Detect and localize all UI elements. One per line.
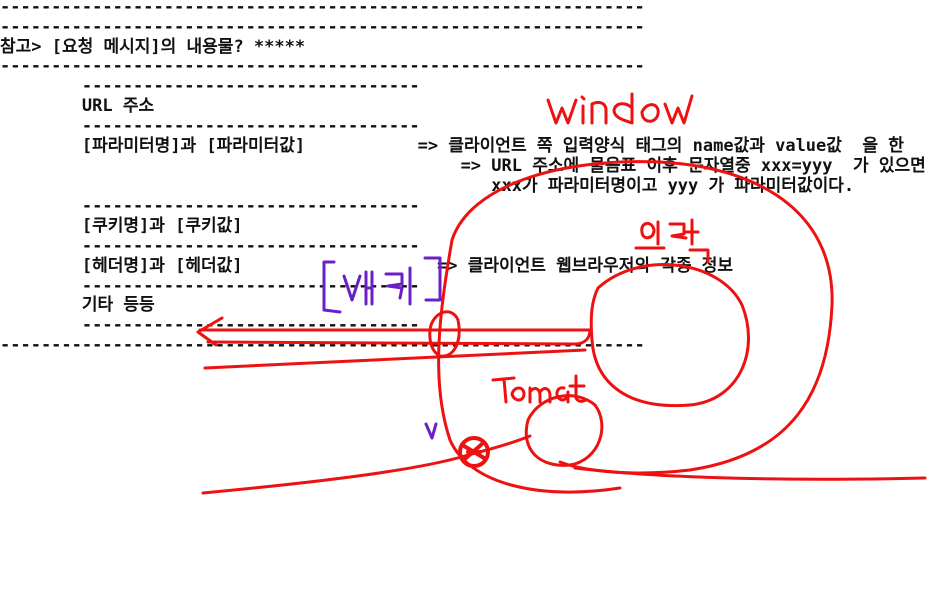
handwriting-window [546, 92, 694, 125]
arrow-head [196, 316, 224, 347]
item-parameter: [파라미터명]과 [파라미터값] => 클라이언트 쪽 입력양식 태그의 nam… [0, 136, 904, 156]
tomcat-circle [524, 394, 604, 467]
separator-line: ----------------------------------------… [0, 0, 645, 17]
handwriting-oracle [634, 218, 710, 264]
tomcat-line [201, 434, 532, 495]
oracle-circle [589, 263, 750, 408]
separator-line: --------------------------------- [0, 276, 420, 296]
separator-line: --------------------------------- [0, 76, 420, 96]
item-etc: 기타 등등 [0, 295, 155, 315]
heading-line: 참고> [요청 메시지]의 내용물? ***** [0, 37, 306, 57]
separator-line: ----------------------------------------… [0, 335, 645, 355]
separator-line: --------------------------------- [0, 116, 420, 136]
separator-line: ----------------------------------------… [0, 56, 645, 76]
separator-line: --------------------------------- [0, 196, 420, 216]
bracket-left [322, 260, 342, 314]
separator-line: ----------------------------------------… [0, 17, 645, 37]
handwriting-tomcat [491, 374, 588, 404]
bracket-right [423, 256, 442, 302]
separator-line: --------------------------------- [0, 236, 420, 256]
item-cookie: [쿠키명]과 [쿠키값] [0, 216, 243, 236]
scribble-fill [462, 442, 486, 460]
window-outline [450, 160, 834, 475]
handwriting-servlet [342, 266, 412, 306]
request-arrow [198, 328, 592, 346]
parameter-note: xxx가 파라미터명이고 yyy 가 파라미터값이다. [0, 176, 855, 196]
scribble-dot [458, 436, 490, 468]
parameter-note: => URL 주소에 물음표 이후 문자열중 xxx=yyy 가 있으면 [0, 156, 926, 176]
response-line [203, 348, 587, 370]
handwriting-v [424, 422, 438, 440]
bottom-line [573, 466, 927, 481]
window-outline-lower [437, 238, 622, 494]
servlet-oval [428, 310, 461, 358]
item-url: URL 주소 [0, 96, 155, 116]
